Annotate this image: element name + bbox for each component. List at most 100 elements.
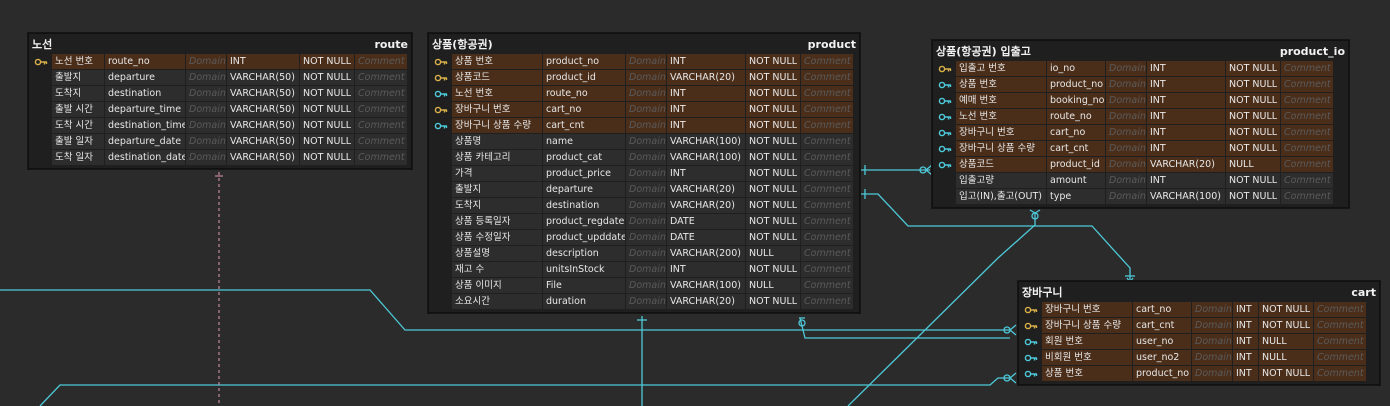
column-physical-name: route_no bbox=[543, 86, 625, 101]
column-domain: Domain bbox=[1106, 61, 1146, 76]
column-data-type: INT bbox=[1233, 302, 1258, 317]
entity-logical-name: 상품(항공권) 입출고 bbox=[936, 45, 1031, 58]
fk-icon bbox=[431, 118, 451, 133]
column-data-type: INT bbox=[1147, 61, 1225, 76]
blank-icon bbox=[31, 134, 51, 149]
column-physical-name: destination_time bbox=[105, 118, 185, 133]
column-domain: Domain bbox=[1106, 125, 1146, 140]
column-domain: Domain bbox=[626, 182, 666, 197]
column-nullability: NOT NULL bbox=[300, 54, 354, 69]
column-nullability: NOT NULL bbox=[1226, 189, 1280, 204]
column-logical-name: 노선 번호 bbox=[52, 54, 104, 69]
column-comment: Comment bbox=[1281, 77, 1333, 92]
column-domain: Domain bbox=[626, 102, 666, 117]
blank-icon bbox=[431, 214, 451, 229]
column-data-type: VARCHAR(100) bbox=[667, 278, 745, 293]
column-logical-name: 상품 카테고리 bbox=[452, 150, 542, 165]
relation-line-product-to-cart bbox=[799, 317, 1010, 339]
column-physical-name: cart_no bbox=[1047, 125, 1105, 140]
entity-header[interactable]: 상품(항공권)product bbox=[429, 34, 859, 54]
column-data-type: VARCHAR(20) bbox=[667, 70, 745, 85]
column-logical-name: 상품 수정일자 bbox=[452, 230, 542, 245]
entity-physical-name: product_io bbox=[1279, 44, 1345, 58]
column-logical-name: 도착 일자 bbox=[52, 150, 104, 165]
column-comment: Comment bbox=[801, 246, 853, 261]
pk-icon bbox=[431, 70, 451, 85]
blank-icon bbox=[431, 230, 451, 245]
column-logical-name: 회원 번호 bbox=[1042, 334, 1132, 349]
column-domain: Domain bbox=[1106, 173, 1146, 188]
column-data-type: INT bbox=[1233, 318, 1258, 333]
column-nullability: NOT NULL bbox=[746, 294, 800, 309]
column-data-type: INT bbox=[1147, 141, 1225, 156]
column-data-type: VARCHAR(100) bbox=[1147, 189, 1225, 204]
column-physical-name: io_no bbox=[1047, 61, 1105, 76]
blank-icon bbox=[31, 86, 51, 101]
column-logical-name: 상품코드 bbox=[452, 70, 542, 85]
column-logical-name: 상품코드 bbox=[956, 157, 1046, 172]
column-comment: Comment bbox=[801, 230, 853, 245]
column-domain: Domain bbox=[186, 70, 226, 85]
column-data-type: VARCHAR(20) bbox=[667, 182, 745, 197]
fk-icon bbox=[935, 141, 955, 156]
entity-header[interactable]: 상품(항공권) 입출고 product_io bbox=[933, 41, 1348, 61]
column-logical-name: 상품 번호 bbox=[452, 54, 542, 69]
column-logical-name: 상품 이미지 bbox=[452, 278, 542, 293]
entity-physical-name: product bbox=[807, 37, 856, 51]
column-comment: Comment bbox=[355, 86, 407, 101]
column-domain: Domain bbox=[626, 278, 666, 293]
column-physical-name: cart_no bbox=[1133, 302, 1191, 317]
column-physical-name: product_no bbox=[1133, 366, 1191, 381]
column-physical-name: product_id bbox=[1047, 157, 1105, 172]
fk-icon bbox=[935, 109, 955, 124]
fk-icon bbox=[935, 77, 955, 92]
column-physical-name: cart_cnt bbox=[1047, 141, 1105, 156]
fk-icon bbox=[935, 93, 955, 108]
